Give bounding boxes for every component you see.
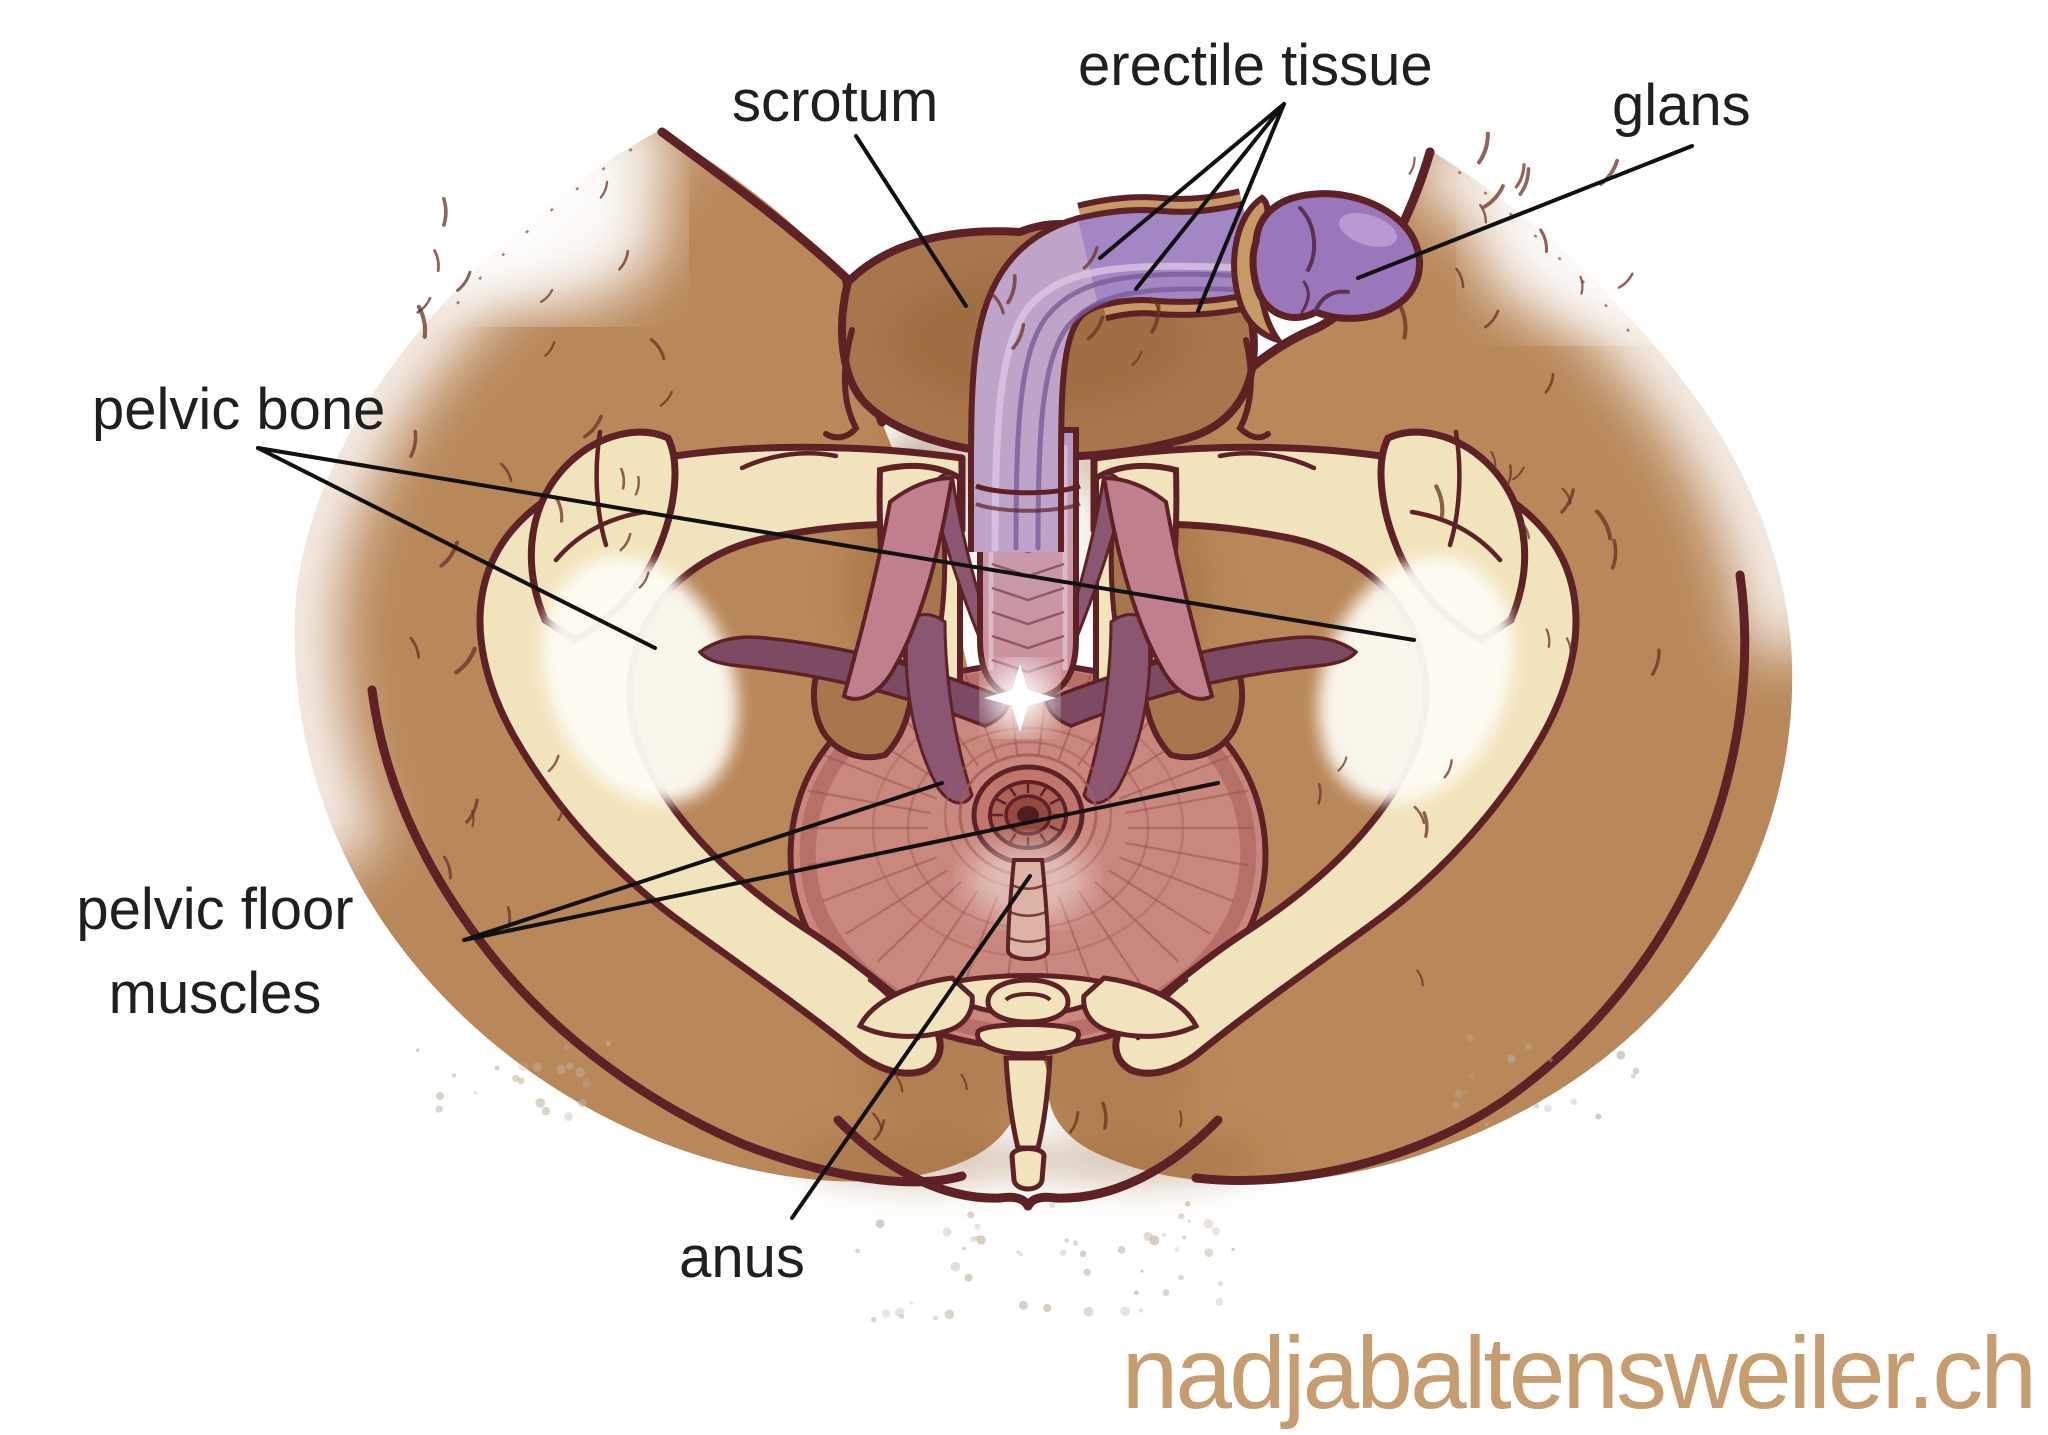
erectile-tissue-stripes (991, 262, 1251, 552)
leader-erectile-2 (1134, 102, 1286, 291)
leader-erectile-3 (1196, 102, 1286, 313)
label-anus: anus (679, 1225, 805, 1290)
leader-lines (256, 102, 1694, 1220)
leader-pelvic-bone-left (256, 446, 657, 650)
watermark: nadjabaltensweiler.ch (1121, 1316, 2037, 1430)
label-pelvic-floor-muscles: pelvic floor muscles (76, 877, 354, 1026)
edge-fringe (444, 130, 1646, 351)
label-glans: glans (1612, 73, 1751, 138)
leader-glans (1356, 144, 1694, 280)
root-ring (975, 483, 1081, 513)
glans-ridges (1298, 206, 1350, 314)
leader-pelvic-floor-left (462, 781, 944, 942)
glans-shape (1231, 190, 1423, 346)
light-starburst (984, 664, 1056, 732)
leader-scrotum (854, 134, 968, 308)
label-erectile-tissue: erectile tissue (1078, 33, 1433, 98)
label-scrotum: scrotum (732, 69, 939, 134)
leader-pelvic-bone-right (256, 446, 1416, 642)
speckle-dust (415, 1034, 1640, 1323)
leader-pelvic-floor-right (462, 781, 1220, 942)
label-pelvic-bone: pelvic bone (92, 377, 386, 442)
leader-anus (790, 874, 1032, 1220)
leader-erectile-1 (1098, 102, 1286, 260)
coccyx (856, 973, 1196, 1192)
